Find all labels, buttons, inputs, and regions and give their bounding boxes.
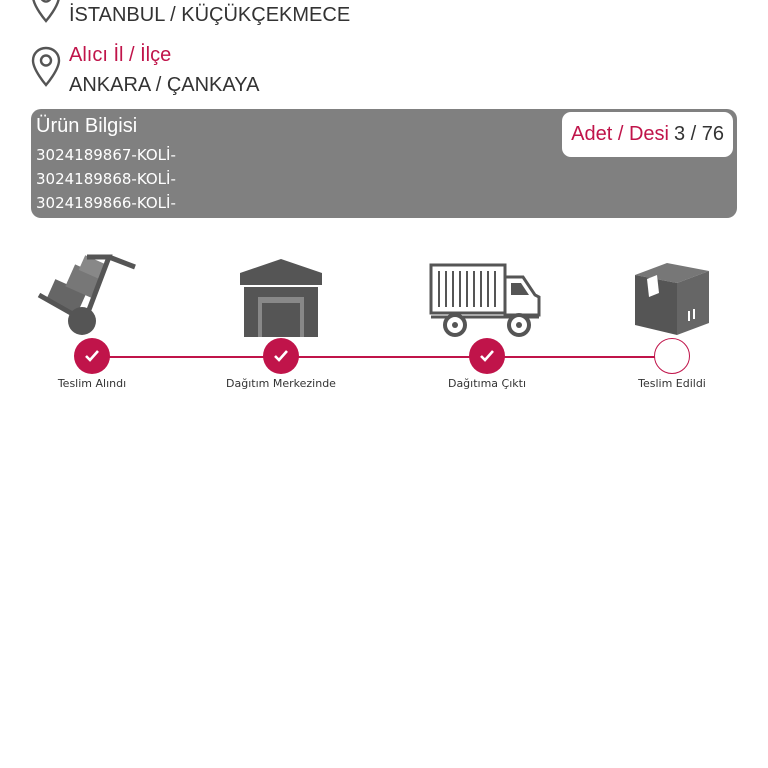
shipment-progress-tracker: Teslim Alındı Dağıtım Merkezinde [0, 245, 768, 405]
step-label: Dağıtım Merkezinde [226, 377, 336, 390]
hand-truck-icon [37, 254, 136, 335]
location-pin-icon [32, 0, 60, 23]
piece-desi-label: Adet / Desi [571, 123, 669, 145]
product-info-title: Ürün Bilgisi [36, 115, 138, 137]
step-received: Teslim Alındı [27, 245, 157, 390]
sender-location: İSTANBUL / KÜÇÜKÇEKMECE [30, 0, 350, 28]
piece-desi-chip: Adet / Desi 3 / 76 [562, 112, 733, 157]
piece-desi-value: 3 / 76 [673, 123, 724, 145]
step-delivered: Teslim Edildi [607, 245, 737, 390]
sender-location-value: İSTANBUL / KÜÇÜKÇEKMECE [69, 4, 351, 26]
package-box-icon [635, 263, 709, 335]
progress-line [92, 356, 672, 358]
location-pin-icon [31, 46, 61, 87]
step-completed-check-icon [263, 338, 299, 374]
product-info-panel: Ürün Bilgisi 3024189867-KOLİ- 3024189868… [31, 109, 737, 218]
product-code: 3024189868-KOLİ- [36, 170, 176, 188]
step-completed-check-icon [469, 338, 505, 374]
receiver-location-value: ANKARA / ÇANKAYA [69, 74, 260, 96]
step-label: Dağıtıma Çıktı [447, 377, 527, 390]
receiver-location-label: Alıcı İl / İlçe [69, 44, 172, 66]
product-code-list: 3024189867-KOLİ- 3024189868-KOLİ- 302418… [36, 143, 176, 215]
warehouse-icon [240, 259, 322, 337]
step-label: Teslim Alındı [57, 377, 127, 390]
product-code: 3024189867-KOLİ- [36, 146, 176, 164]
step-distribution-center: Dağıtım Merkezinde [216, 245, 346, 390]
step-out-for-delivery: Dağıtıma Çıktı [422, 245, 552, 390]
step-completed-check-icon [74, 338, 110, 374]
step-label: Teslim Edildi [638, 377, 706, 390]
receiver-location: Alıcı İl / İlçe ANKARA / ÇANKAYA [30, 44, 260, 98]
step-pending-circle [654, 338, 690, 374]
delivery-truck-icon [429, 263, 541, 337]
product-code: 3024189866-KOLİ- [36, 194, 176, 212]
